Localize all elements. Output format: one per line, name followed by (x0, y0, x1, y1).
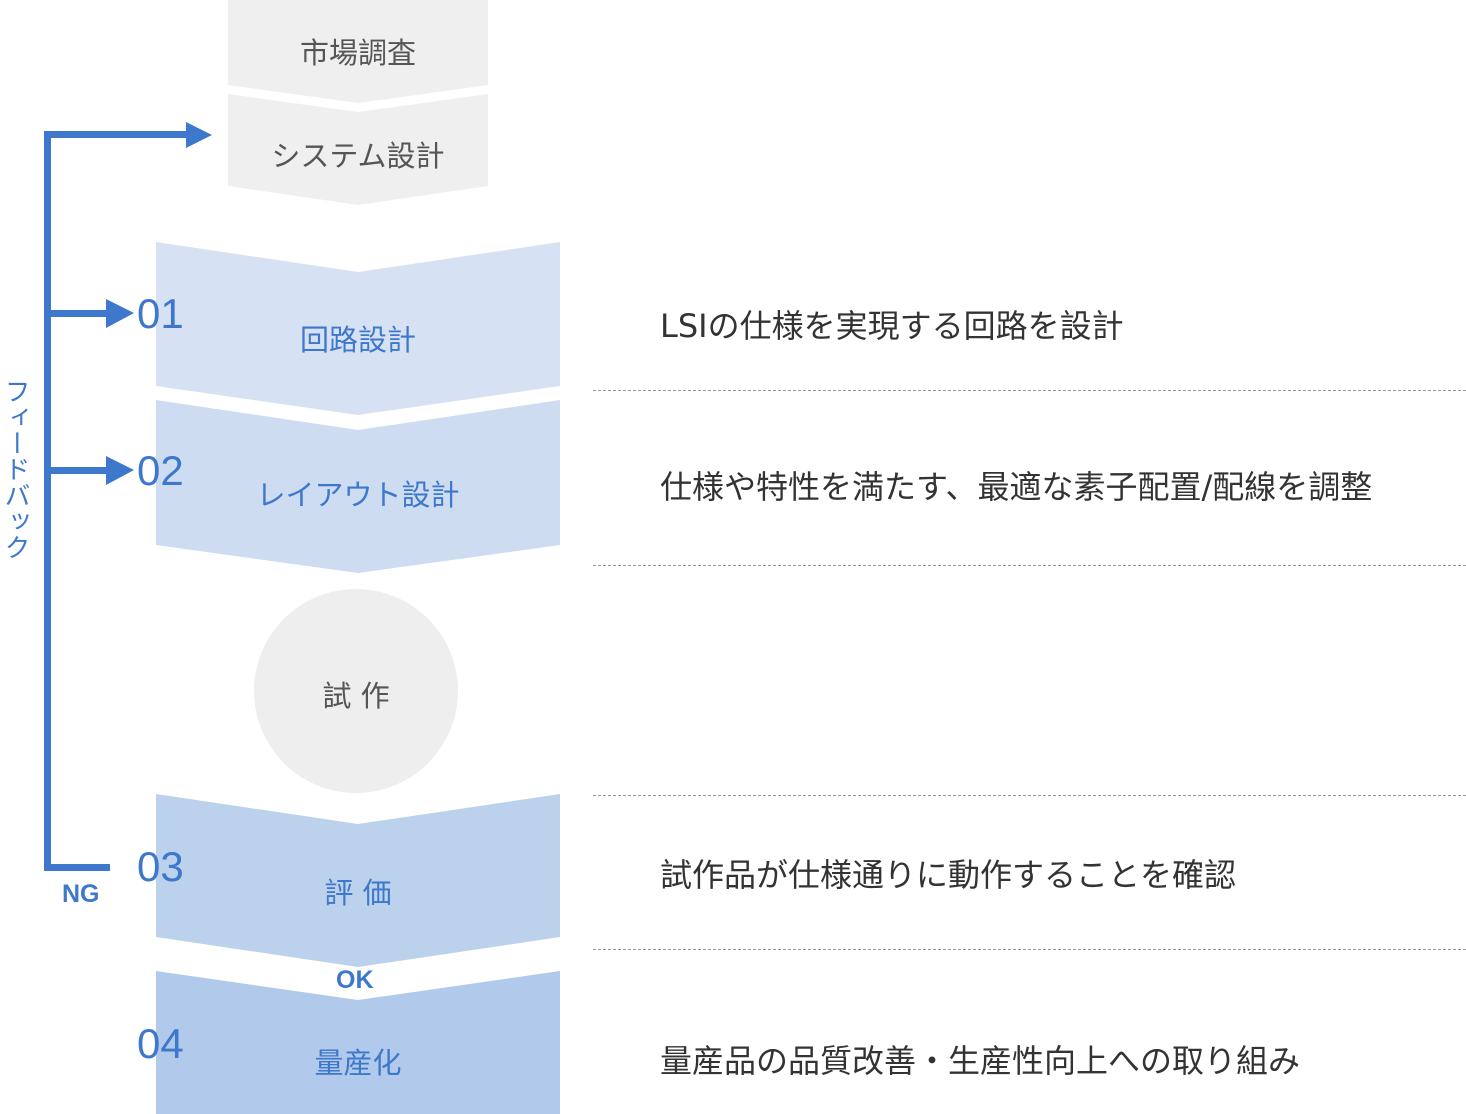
system-design-shape (228, 94, 488, 205)
ok-label: OK (336, 966, 374, 994)
feedback-top-branch (44, 131, 190, 138)
prototype-label: 試 作 (322, 679, 390, 713)
market-research-shape (228, 0, 488, 103)
step-01-shape (156, 242, 560, 415)
feedback-01-branch (44, 310, 110, 317)
arrow-to-system-design-icon (186, 122, 212, 148)
market-research-label: 市場調査 (299, 36, 416, 70)
prototype-circle (254, 589, 458, 793)
feedback-loop (44, 122, 212, 871)
feedback-label: フィードバック (0, 378, 30, 560)
step-04-number: 04 (137, 1020, 184, 1067)
arrow-to-01-icon (106, 299, 134, 328)
step-03-label: 評 価 (324, 876, 392, 910)
feedback-vertical-line (44, 131, 51, 871)
step-02-number: 02 (137, 447, 184, 494)
step-01-description: LSIの仕様を実現する回路を設計 (660, 307, 1124, 345)
step-02-description: 仕様や特性を満たす、最適な素子配置/配線を調整 (660, 468, 1373, 506)
step-04-label: 量産化 (314, 1046, 402, 1080)
separator (593, 390, 1466, 391)
step-03-description: 試作品が仕様通りに動作することを確認 (660, 856, 1237, 894)
feedback-ng-branch (44, 864, 110, 871)
separator (593, 565, 1466, 566)
separator (593, 795, 1466, 796)
step-04-shape (156, 971, 560, 1114)
step-01-number: 01 (137, 290, 184, 337)
step-02-label: レイアウト設計 (256, 478, 460, 512)
system-design-label: システム設計 (271, 139, 445, 173)
ng-label: NG (62, 880, 100, 908)
step-04-description: 量産品の品質改善・生産性向上への取り組み (660, 1042, 1301, 1080)
arrow-to-02-icon (106, 456, 134, 485)
step-03-number: 03 (137, 843, 184, 890)
step-02-shape (156, 400, 560, 573)
separator (593, 949, 1466, 950)
feedback-02-branch (44, 467, 110, 474)
step-03-shape (156, 794, 560, 967)
step-01-label: 回路設計 (299, 323, 416, 357)
